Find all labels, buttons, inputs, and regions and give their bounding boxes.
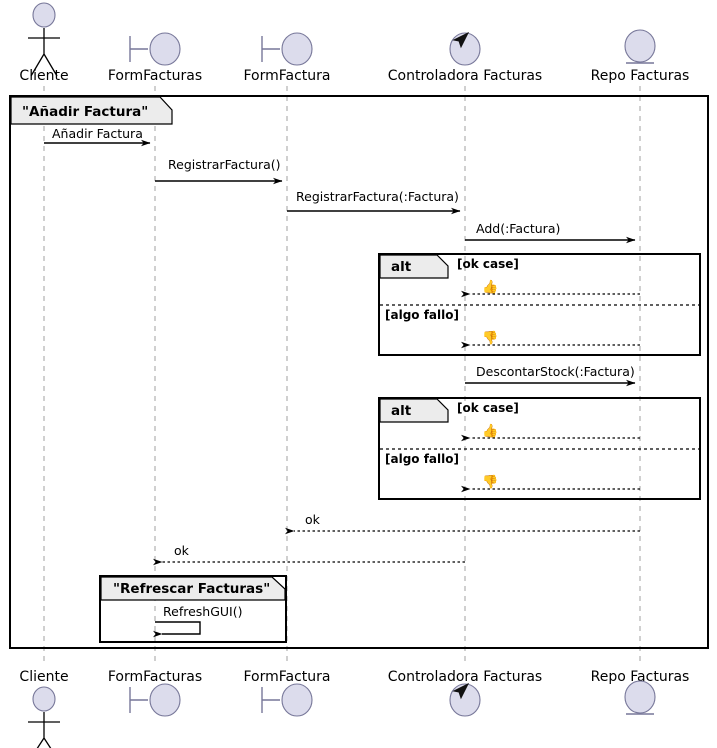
participant-label-formfactura: FormFactura <box>243 68 330 84</box>
frame-border <box>9 95 709 649</box>
frame-refrescar-facturas: "Refrescar Facturas" RefreshGUI() <box>99 575 287 643</box>
message-anadir-factura[interactable]: Añadir Factura <box>44 126 151 147</box>
self-message-loop <box>153 621 201 638</box>
alt-keyword-label: alt <box>391 259 412 275</box>
participant-foot-cliente[interactable]: Cliente <box>19 669 69 748</box>
participant-label-controladora: Controladora Facturas <box>388 68 542 84</box>
thumbs-down-icon: 👎 <box>482 330 498 346</box>
participant-label-formfactura-bottom: FormFactura <box>243 669 330 685</box>
frame-anadir-factura: "Añadir Factura" <box>9 95 709 649</box>
message-refreshgui-self[interactable]: RefreshGUI() <box>153 604 242 638</box>
uml-boundary-icon <box>281 32 313 66</box>
participant-label-cliente-bottom: Cliente <box>19 669 68 685</box>
uml-boundary-bar-icon <box>129 687 148 713</box>
thumbs-up-icon: 👍 <box>482 423 498 439</box>
uml-entity-icon <box>624 29 656 63</box>
message-add-factura[interactable]: Add(:Factura) <box>465 221 636 244</box>
uml-control-arrow-icon <box>452 31 470 49</box>
message-label: Add(:Factura) <box>476 221 560 236</box>
participant-head-controladora[interactable]: Controladora Facturas <box>388 31 542 84</box>
uml-control-arrow-icon <box>452 682 470 700</box>
inner-frame-title-tab <box>100 576 286 601</box>
participant-foot-formfacturas[interactable]: FormFacturas <box>108 669 202 717</box>
alt-keyword-label: alt <box>391 403 412 419</box>
actor-stick-figure-icon <box>32 2 56 28</box>
participant-label-formfacturas: FormFacturas <box>108 68 202 84</box>
message-registrarfactura-factura[interactable]: RegistrarFactura(:Factura) <box>287 189 461 215</box>
participant-label-cliente: Cliente <box>19 68 68 84</box>
message-label: DescontarStock(:Factura) <box>476 364 635 379</box>
participant-head-repo[interactable]: Repo Facturas <box>591 29 690 84</box>
message-ok-repo-controladora[interactable]: ok <box>285 512 640 535</box>
uml-boundary-bar-icon <box>261 36 280 62</box>
participant-head-formfacturas[interactable]: FormFacturas <box>108 32 202 84</box>
participant-label-formfacturas-bottom: FormFacturas <box>108 669 202 685</box>
message-registrarfactura[interactable]: RegistrarFactura() <box>155 157 283 185</box>
message-label: ok <box>174 543 190 558</box>
actor-body-icon <box>28 28 60 77</box>
frame-title-tab <box>10 96 173 125</box>
uml-boundary-bar-icon <box>261 687 280 713</box>
alt-guard-label-1: [ok case] <box>457 401 519 415</box>
message-ok-controladora-formfacturas[interactable]: ok <box>153 543 465 566</box>
alt-guard-label-2: [algo fallo] <box>385 452 459 466</box>
message-label: RegistrarFactura() <box>168 157 281 172</box>
participant-head-cliente[interactable]: Cliente <box>19 2 69 84</box>
participant-foot-controladora[interactable]: Controladora Facturas <box>388 669 542 717</box>
alt-border <box>378 397 701 500</box>
participant-label-repo: Repo Facturas <box>591 68 690 84</box>
participant-label-repo-bottom: Repo Facturas <box>591 669 690 685</box>
inner-frame-border <box>99 575 287 643</box>
uml-boundary-icon <box>149 32 181 66</box>
alt-keyword-tab <box>379 398 449 423</box>
thumbs-down-icon: 👎 <box>482 474 498 490</box>
alt-guard-label-2: [algo fallo] <box>385 308 459 322</box>
message-label: RegistrarFactura(:Factura) <box>296 189 459 204</box>
alt-guard-label-1: [ok case] <box>457 257 519 271</box>
alt-block-2: alt [ok case] 👍 [algo fallo] 👎 <box>378 397 701 500</box>
uml-boundary-bar-icon <box>129 36 148 62</box>
uml-entity-icon <box>624 680 656 714</box>
actor-body-icon <box>28 712 60 748</box>
alt-border <box>378 253 701 356</box>
participant-head-formfactura[interactable]: FormFactura <box>243 32 331 84</box>
inner-frame-title-label: "Refrescar Facturas" <box>113 581 270 597</box>
lifelines-group <box>43 86 641 662</box>
message-label: Añadir Factura <box>52 126 143 141</box>
participant-foot-formfactura[interactable]: FormFactura <box>243 669 331 717</box>
message-label: RefreshGUI() <box>163 604 242 619</box>
participant-foot-repo[interactable]: Repo Facturas <box>591 669 690 715</box>
message-descontarstock[interactable]: DescontarStock(:Factura) <box>465 364 636 387</box>
frame-title-label: "Añadir Factura" <box>22 104 148 120</box>
uml-boundary-icon <box>149 683 181 717</box>
participant-label-controladora-bottom: Controladora Facturas <box>388 669 542 685</box>
actor-stick-figure-icon <box>32 686 56 712</box>
uml-boundary-icon <box>281 683 313 717</box>
message-label: ok <box>305 512 321 527</box>
alt-keyword-tab <box>379 254 449 279</box>
alt-block-1: alt [ok case] 👍 [algo fallo] 👎 <box>378 253 701 356</box>
thumbs-up-icon: 👍 <box>482 279 498 295</box>
